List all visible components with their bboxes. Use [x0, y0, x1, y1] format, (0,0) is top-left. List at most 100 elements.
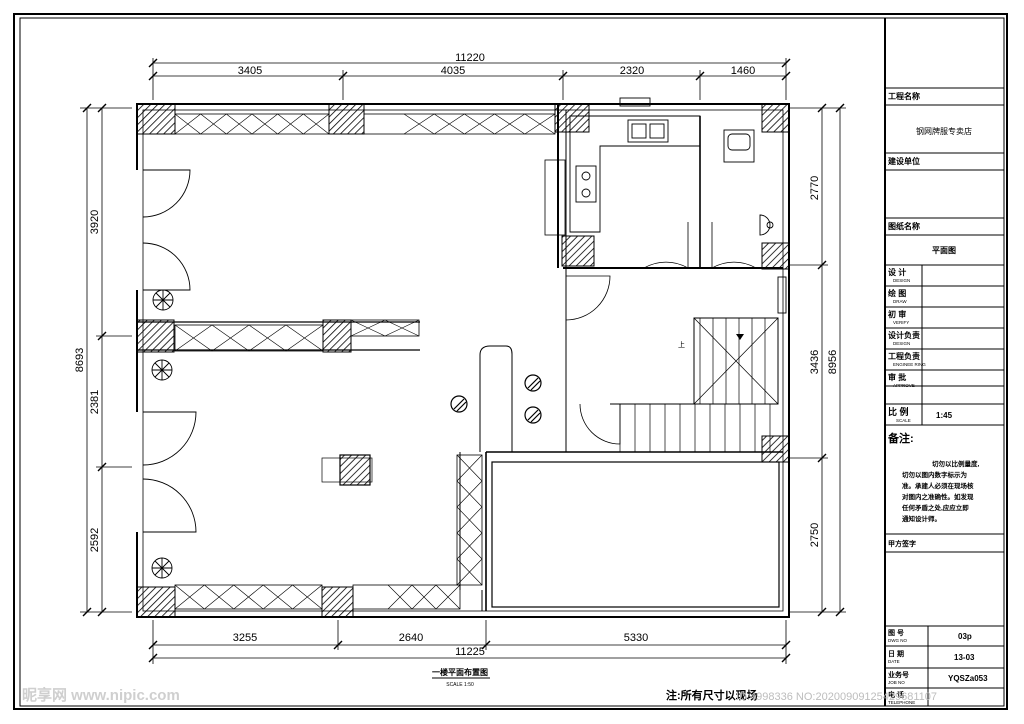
plant-icon [151, 557, 173, 579]
shelf-cross-mark [456, 558, 483, 586]
tb-remark-line: 任何矛盾之处,应应立即 [901, 503, 969, 512]
shelf-cross-mark [211, 324, 250, 352]
watermark-id: ID:4998336 NO:20200909125429681107 [736, 691, 937, 703]
tb-project-name-label: 工程名称 [888, 91, 920, 101]
tb-row-label: 设计负责 [888, 330, 920, 340]
shelf-cross-mark [456, 480, 483, 508]
dim-right-1: 2770 [809, 176, 821, 200]
dim-right-2: 3436 [809, 350, 821, 374]
left-dimensions [80, 107, 132, 613]
tb-row-label: 初 审 [888, 309, 906, 319]
shelf-cross-mark [174, 324, 213, 352]
tb-row-label: 设 计 [888, 267, 906, 277]
dim-right-total: 8956 [827, 350, 839, 374]
tb-scale-label-en: SCALE [896, 418, 911, 423]
dim-top-total: 11220 [455, 52, 485, 64]
shelf-cross-mark [403, 113, 435, 135]
tb-job-no-en: JOB NO [888, 680, 905, 685]
floor-plan [136, 103, 790, 618]
toilet-fixtures [723, 129, 787, 314]
shelf-cross-mark [263, 584, 293, 610]
shelf-cross-mark [456, 532, 483, 560]
dim-top-4: 1460 [731, 65, 755, 77]
display-shelving [174, 113, 566, 610]
tb-row-label-en: DESIGN [893, 278, 910, 283]
tb-scale-label-cn: 比 例 [888, 406, 909, 417]
tb-tel-cn: 电 话 [888, 690, 904, 699]
tb-owner-sign-label: 甲方签字 [888, 539, 916, 548]
shelf-cross-mark [464, 113, 495, 135]
left-dim-ticks [82, 103, 107, 617]
tb-client-label: 建设单位 [887, 156, 920, 166]
shelf-cross-mark [292, 584, 323, 610]
dim-left-1: 3920 [89, 210, 101, 234]
shelf-cross-mark [524, 113, 556, 135]
tb-job-no-value: YQSZa053 [948, 674, 988, 683]
dim-top-1: 3405 [238, 65, 262, 77]
shelf-cross-mark [204, 584, 234, 610]
shelf-cross-mark [435, 584, 461, 610]
tb-remarks-label: 备注: [887, 431, 914, 445]
stair-up-label: 上 [678, 340, 685, 349]
sheet-outer-border [13, 13, 1008, 710]
plan-scale-note: SCALE 1:50 [446, 682, 474, 688]
dim-left-2: 2381 [89, 390, 101, 414]
tb-row-label-en: DRAW [893, 299, 907, 304]
center-display-table [321, 454, 373, 486]
shelf-cross-mark [434, 113, 465, 135]
tb-row-label: 审 批 [888, 372, 906, 382]
dim-bottom-2: 2640 [399, 632, 423, 644]
shelf-cross-mark [226, 113, 253, 135]
watermark-logo: 昵享网 www.nipic.com [22, 686, 180, 704]
sheet-inner-border [19, 17, 1005, 707]
tb-drawing-name: 平面图 [932, 246, 956, 255]
tb-dwg-no-cn: 图 号 [888, 628, 904, 637]
dim-left-total: 8693 [74, 348, 86, 372]
tb-row-label-en: ENGINEE RING [893, 362, 926, 367]
dim-left-3: 2592 [89, 528, 101, 552]
dim-top-2: 4035 [441, 65, 465, 77]
plant-icon [151, 359, 173, 381]
tb-project-name: 钢网牌服专卖店 [916, 126, 972, 136]
tb-row-label-en: DESIGN [893, 341, 910, 346]
plan-title: 一楼平面布置图 [432, 667, 488, 677]
shelf-cross-mark [174, 584, 205, 610]
right-dim-ticks [817, 103, 845, 617]
right-dimensions [790, 107, 846, 613]
tb-row-label-en: VERIFY [893, 320, 909, 325]
tb-row-label-en: APPROVE [893, 383, 915, 388]
bottom-note: 注:所有尺寸以现场 [666, 688, 758, 702]
tb-drawing-name-label: 图纸名称 [888, 221, 920, 231]
shelf-cross-mark [303, 113, 330, 135]
plant-icon [152, 289, 174, 311]
shelf-cross-mark [248, 324, 287, 352]
top-dimensions [152, 58, 787, 100]
dim-right-3: 2750 [809, 523, 821, 547]
shelf-cross-mark [350, 319, 386, 337]
shelf-cross-mark [456, 506, 483, 534]
tb-tel-en: TELEPHONE [888, 700, 915, 705]
mannequins [450, 374, 542, 424]
tb-remark-line: 通知设计师。 [902, 514, 941, 523]
shelf-cross-mark [384, 319, 420, 337]
shelf-cross-mark [411, 584, 437, 610]
shelf-cross-marks [174, 113, 556, 610]
shelf-cross-mark [456, 454, 483, 482]
tb-remarks-text: 切勿以比例量度,切勿以图内数字标示为准。承建人必须在现场核对图内之准确性。如发现… [901, 459, 980, 523]
tb-remark-line: 切勿以比例量度, [932, 459, 980, 468]
dim-bottom-total: 11225 [455, 646, 485, 658]
tb-remark-line: 切勿以图内数字标示为 [902, 470, 967, 479]
shelf-cross-mark [277, 113, 304, 135]
top-dim-ticks [148, 58, 791, 81]
kitchen-fixtures [569, 97, 701, 233]
dim-bottom-3: 5330 [624, 632, 648, 644]
shelf-cross-mark [251, 113, 278, 135]
dim-bottom-1: 3255 [233, 632, 257, 644]
structural-columns [136, 103, 790, 618]
tb-row-label: 绘 图 [888, 288, 906, 298]
tb-job-no-cn: 业务号 [888, 670, 909, 679]
tb-row-label: 工程负责 [888, 351, 920, 361]
outer-wall [136, 103, 790, 618]
entrance-doors [135, 169, 197, 533]
